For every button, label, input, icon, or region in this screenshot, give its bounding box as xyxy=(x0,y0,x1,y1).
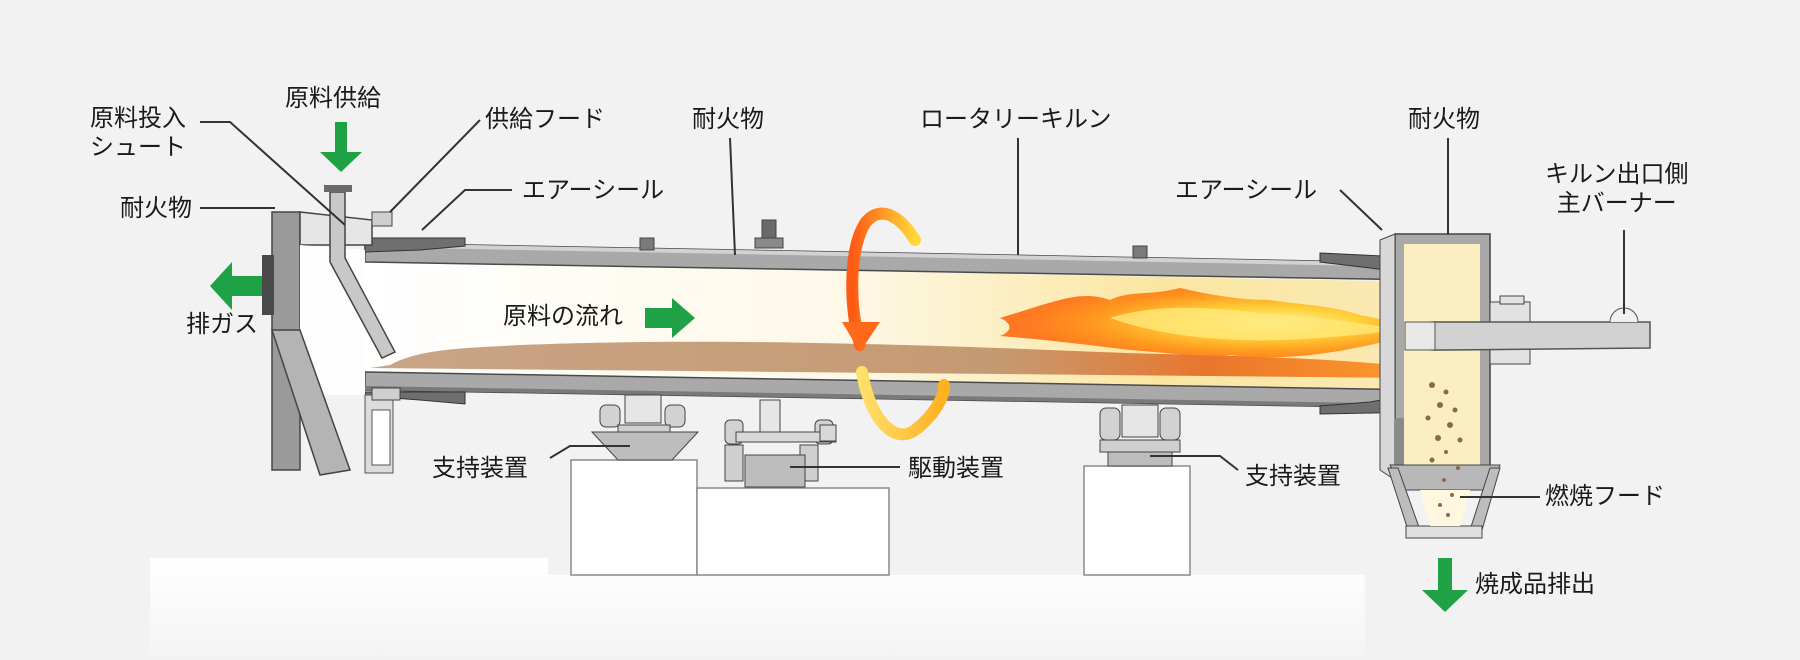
lug-2-base xyxy=(754,237,784,249)
hood-lower-left xyxy=(1395,418,1404,470)
drive-unit xyxy=(724,399,837,488)
rotary-kiln-label: ロータリーキルン xyxy=(920,105,1112,133)
exhaust-gas-label: 排ガス xyxy=(186,310,258,338)
air-seal-left-top xyxy=(364,237,466,253)
support-left-label: 支持装置 xyxy=(432,454,528,482)
combustion-hood-flange xyxy=(1379,233,1396,481)
hood-throat xyxy=(1389,464,1501,491)
ground-slab xyxy=(150,558,1365,656)
feed-hood-slope xyxy=(270,329,352,476)
burner-mount-cap xyxy=(1499,295,1525,305)
combustion-hood-label: 燃焼フード xyxy=(1545,482,1665,510)
lug-1 xyxy=(639,237,655,251)
material-flow-label: 原料の流れ xyxy=(503,302,623,330)
exhaust-port xyxy=(262,255,274,315)
hood-flange-top xyxy=(371,211,393,227)
refractory-mid-label: 耐火物 xyxy=(692,105,764,133)
lug-3 xyxy=(1132,245,1148,259)
discharge-outlet xyxy=(1405,525,1483,539)
support-right-label: 支持装置 xyxy=(1245,462,1341,490)
exhaust-arrow-icon xyxy=(210,262,262,310)
burner-nozzle xyxy=(1404,321,1436,351)
feed-hood-label: 供給フード xyxy=(485,105,605,133)
main-burner xyxy=(1409,321,1651,351)
feed-hood-door xyxy=(371,409,391,466)
flow-arrow-icon xyxy=(645,298,695,338)
air-seal-right-label: エアーシール xyxy=(1175,176,1318,204)
discharge-interior xyxy=(1420,490,1470,526)
material-bed xyxy=(370,341,1418,378)
flame-core xyxy=(1110,307,1400,341)
feed-chute-label: 原料投入 シュート xyxy=(90,104,186,161)
rotation-arrow-upper xyxy=(846,207,921,351)
feed-arrow-icon xyxy=(320,122,362,172)
hood-flange-bottom xyxy=(371,387,401,401)
product-discharge-label: 焼成品排出 xyxy=(1475,570,1595,598)
drive-unit-label: 駆動装置 xyxy=(908,454,1004,482)
foundation-drive xyxy=(696,487,890,576)
refractory-left-label: 耐火物 xyxy=(120,194,192,222)
main-burner-label: キルン出口側 主バーナー xyxy=(1545,160,1689,217)
refractory-right-label: 耐火物 xyxy=(1408,105,1480,133)
combustion-hood-interior xyxy=(1404,244,1480,470)
kiln-shell-top-highlight xyxy=(365,243,1425,267)
support-unit-right xyxy=(1099,404,1181,467)
material-feed-label: 原料供給 xyxy=(285,84,381,112)
air-seal-left-label: エアーシール xyxy=(522,176,665,204)
foundation-right xyxy=(1083,465,1191,576)
kiln-shell-bottom-shade xyxy=(365,386,1425,408)
discharge-arrow-icon xyxy=(1422,558,1468,612)
feed-chute-flange xyxy=(324,185,352,192)
rotation-arrow-head xyxy=(842,322,880,352)
leader-lines xyxy=(200,119,1540,498)
falling-clinker xyxy=(1425,382,1463,517)
support-unit-left xyxy=(590,394,700,461)
rotation-arrow-lower xyxy=(856,366,950,441)
foundation-left xyxy=(570,459,698,576)
